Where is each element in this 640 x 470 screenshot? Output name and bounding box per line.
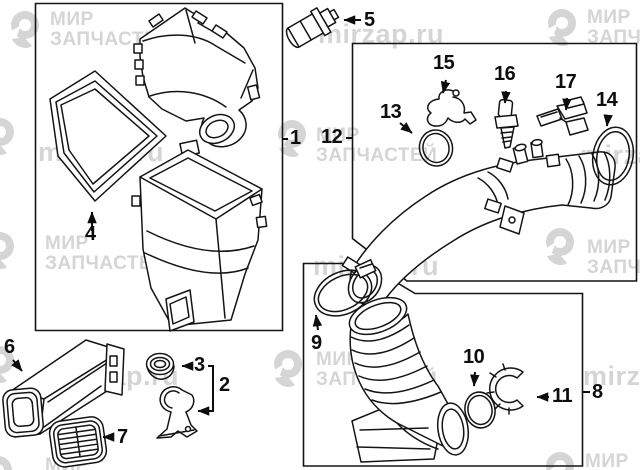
leader-9 bbox=[312, 314, 323, 330]
watermark-logo-icon bbox=[3, 5, 49, 53]
part-2-bracket bbox=[157, 387, 197, 438]
part-3-grommet bbox=[147, 354, 175, 380]
callout-1[interactable]: 1 bbox=[290, 127, 301, 149]
part-11-retaining-clip bbox=[487, 364, 523, 414]
watermark-logo-icon bbox=[0, 226, 24, 274]
part-14-o-ring bbox=[588, 124, 637, 188]
callout-2[interactable]: 2 bbox=[219, 374, 230, 396]
callout-14[interactable]: 14 bbox=[596, 89, 618, 111]
leader-14 bbox=[603, 114, 613, 127]
leader-16 bbox=[501, 91, 511, 104]
watermark-logo-icon bbox=[0, 340, 24, 388]
leader-17 bbox=[562, 98, 572, 111]
callout-10[interactable]: 10 bbox=[463, 346, 485, 368]
callout-3[interactable]: 3 bbox=[194, 354, 205, 376]
callout-4[interactable]: 4 bbox=[85, 223, 96, 245]
part-16-sensor bbox=[495, 99, 518, 148]
part-13-o-ring bbox=[416, 127, 456, 169]
leader-10 bbox=[470, 372, 480, 387]
watermark-logo-icon bbox=[266, 344, 312, 392]
callout-6[interactable]: 6 bbox=[4, 336, 15, 358]
leader-13 bbox=[400, 122, 412, 133]
callout-13[interactable]: 13 bbox=[380, 101, 402, 123]
part-5-sensor bbox=[282, 1, 343, 52]
callout-15[interactable]: 15 bbox=[433, 52, 455, 74]
assembly-box-12 bbox=[353, 44, 637, 282]
callout-5[interactable]: 5 bbox=[364, 9, 375, 31]
callout-9[interactable]: 9 bbox=[311, 332, 322, 354]
part-1-air-cleaner-upper-housing bbox=[134, 8, 260, 157]
leader-lines bbox=[11, 15, 613, 442]
part-10-o-ring bbox=[462, 390, 498, 431]
callout-11[interactable]: 11 bbox=[552, 385, 573, 407]
part-7-grille bbox=[48, 415, 108, 468]
part-4-air-filter-element bbox=[50, 71, 166, 201]
watermark-site-text: mirzap.ru bbox=[583, 361, 640, 391]
part-9-hose-clamp bbox=[307, 260, 379, 325]
callout-7[interactable]: 7 bbox=[117, 426, 128, 448]
callout-17[interactable]: 17 bbox=[555, 71, 577, 93]
part-6-intake-duct bbox=[2, 340, 124, 438]
leader-2 bbox=[197, 366, 213, 416]
callout-12[interactable]: 12 bbox=[321, 126, 343, 148]
callout-16[interactable]: 16 bbox=[494, 63, 516, 85]
part-17-valve-bracket bbox=[537, 97, 588, 135]
part-8-intake-bellows-hose bbox=[344, 290, 471, 462]
leader-15 bbox=[440, 80, 451, 94]
part-15-hose-clamp-wire bbox=[427, 90, 476, 126]
leader-6 bbox=[11, 359, 22, 371]
part-1-air-cleaner-lower-housing bbox=[132, 150, 267, 331]
assembly-box-1 bbox=[36, 4, 283, 331]
watermark-logo-icon bbox=[538, 222, 584, 270]
watermark-logo-icon bbox=[0, 112, 24, 160]
callout-8[interactable]: 8 bbox=[592, 381, 603, 403]
part-12-charge-air-pipe bbox=[342, 139, 615, 309]
watermark-logo-icon bbox=[270, 114, 316, 162]
watermark-logo-icon bbox=[0, 450, 22, 470]
